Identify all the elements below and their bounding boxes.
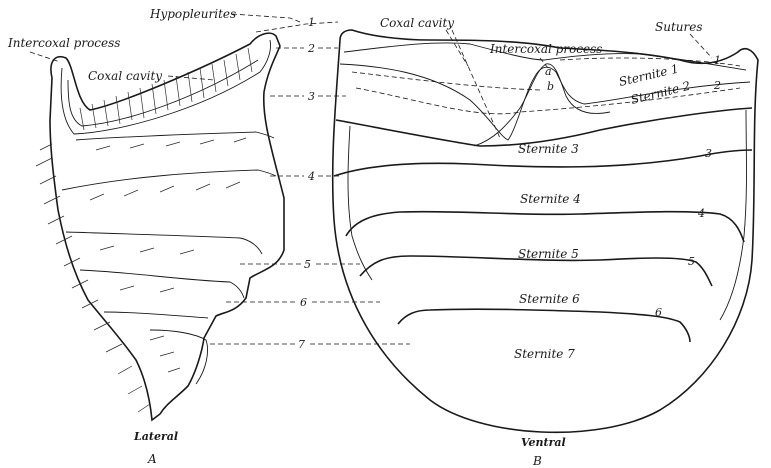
segment-number-1: 1 xyxy=(308,16,315,29)
label-ventral-intercoxal-process: Intercoxal process xyxy=(489,42,602,56)
suture-number-6: 6 xyxy=(655,306,662,319)
suture-6 xyxy=(398,309,690,342)
sternite-3-top xyxy=(336,108,752,146)
ventral-inner-left xyxy=(348,126,372,280)
label-b: b xyxy=(547,80,554,93)
coxal-hatching xyxy=(80,48,252,130)
leader-sutures xyxy=(690,34,712,58)
coxal-rim xyxy=(61,40,270,134)
leader-ventral-coxal-cavity xyxy=(446,30,468,66)
label-sternite-7: Sternite 7 xyxy=(514,347,575,361)
label-sternite-5: Sternite 5 xyxy=(518,247,579,261)
lateral-segment-line-6 xyxy=(80,270,244,298)
suture-number-3: 3 xyxy=(705,147,712,160)
segment-number-3: 3 xyxy=(308,90,315,103)
lateral-view xyxy=(36,33,284,420)
label-sternite-3: Sternite 3 xyxy=(518,142,579,156)
intercoxal-process xyxy=(474,64,610,146)
lateral-segment-line-7 xyxy=(104,312,208,318)
ventral-letter: B xyxy=(532,454,542,468)
segment-number-2: 2 xyxy=(307,42,315,55)
lateral-letter: A xyxy=(147,452,157,466)
label-lateral-coxal-cavity: Coxal cavity xyxy=(88,69,162,83)
lateral-segment-line-5 xyxy=(66,232,262,254)
suture-4 xyxy=(346,212,744,242)
suture-number-1: 1 xyxy=(714,54,721,67)
label-sutures: Sutures xyxy=(655,20,703,34)
label-ventral-coxal-cavity: Coxal cavity xyxy=(380,16,454,30)
suture-number-2: 2 xyxy=(713,79,721,92)
lateral-outline xyxy=(50,33,284,420)
segment-number-6: 6 xyxy=(300,296,307,309)
ventral-view xyxy=(333,30,758,432)
segment-number-leaders: 1 2 3 4 5 6 7 xyxy=(210,16,410,351)
leader-lateral-intercoxal xyxy=(30,52,60,62)
segment-number-7: 7 xyxy=(298,338,305,351)
suture-number-5: 5 xyxy=(688,255,695,268)
lateral-posterior-line xyxy=(150,330,208,384)
label-hypopleurites: Hypopleurites xyxy=(149,7,236,21)
label-sternite-6: Sternite 6 xyxy=(519,292,580,306)
suture-number-4: 4 xyxy=(697,207,705,220)
ventral-caption: Ventral xyxy=(521,436,566,449)
ventral-outline xyxy=(333,30,758,432)
label-a: a xyxy=(545,65,552,78)
lateral-segment-line-4 xyxy=(62,170,276,190)
segment-number-5: 5 xyxy=(304,258,311,271)
segment-number-4: 4 xyxy=(307,170,315,183)
label-lateral-intercoxal-process: Intercoxal process xyxy=(7,36,120,50)
leader-hypopleurites xyxy=(232,14,300,22)
lateral-caption: Lateral xyxy=(133,430,178,443)
label-sternite-4: Sternite 4 xyxy=(520,192,581,206)
ab-line xyxy=(352,72,540,90)
